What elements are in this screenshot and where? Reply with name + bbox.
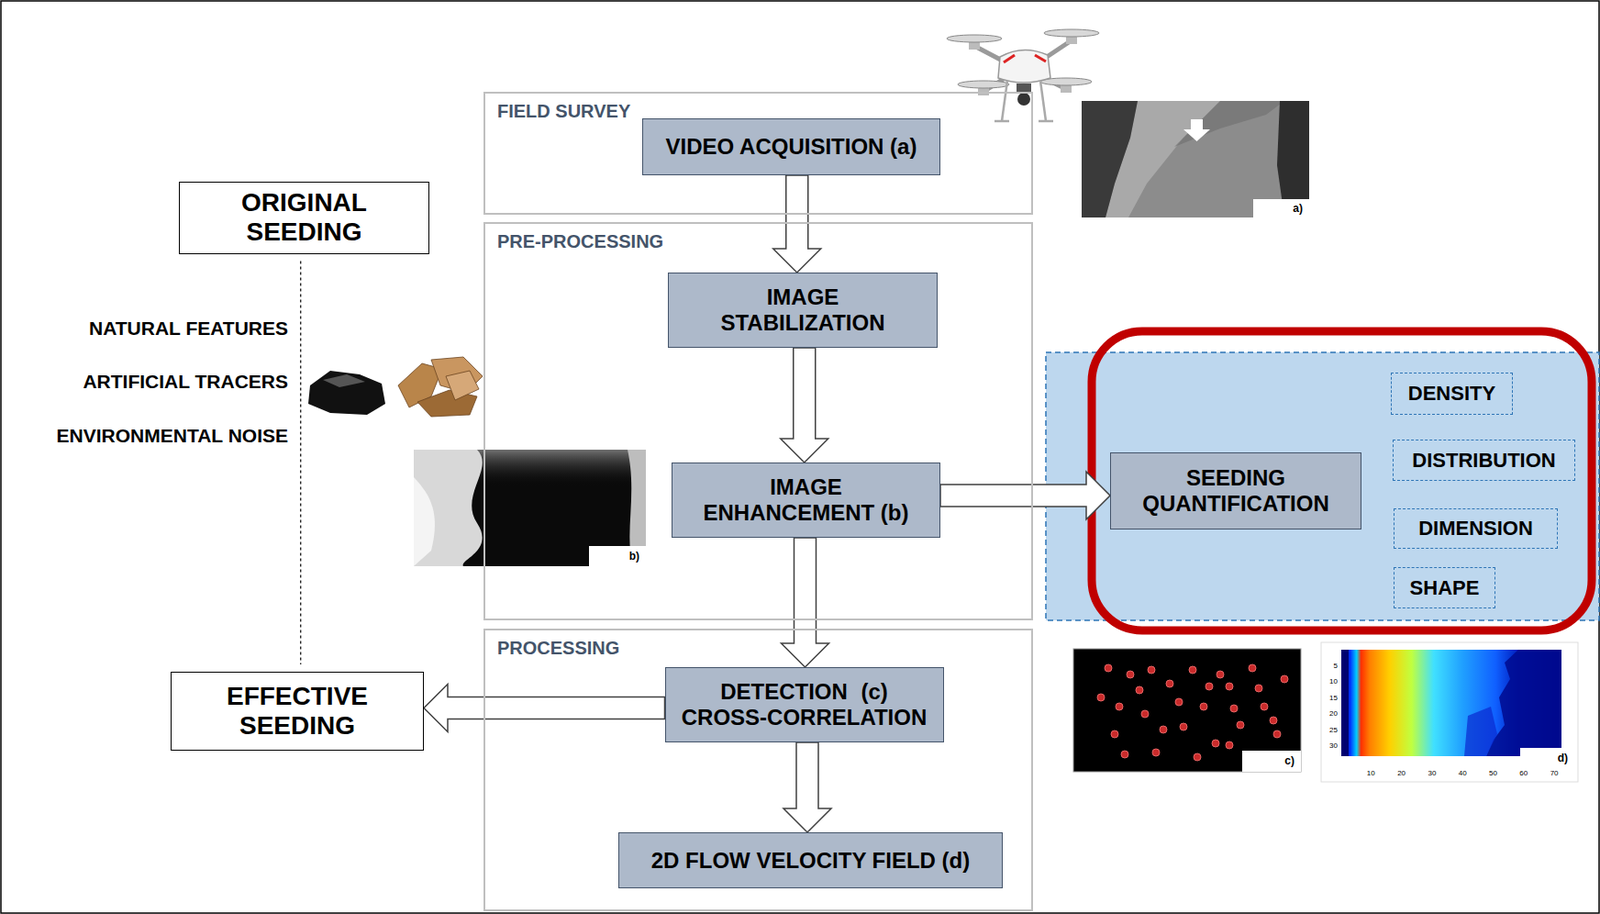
axis-tick: 40 xyxy=(1453,768,1472,778)
axis-tick: 70 xyxy=(1544,768,1564,778)
metric-box: DIMENSION xyxy=(1393,508,1558,549)
dotted-link xyxy=(300,261,301,666)
box-label: IMAGE ENHANCEMENT (b) xyxy=(692,474,921,525)
metric-box: SHAPE xyxy=(1393,566,1496,609)
axis-tick: 30 xyxy=(1422,768,1442,778)
process-box: IMAGE ENHANCEMENT (b) xyxy=(671,462,941,538)
axis-tick: 15 xyxy=(1315,693,1338,703)
stage-band: PRE-PROCESSING IMAGE STABILIZATION IMAGE E… xyxy=(483,222,1034,621)
process-box: 2D FLOW VELOCITY FIELD (d) xyxy=(618,832,1003,889)
river-photo-a xyxy=(1081,100,1310,218)
process-box: SEEDING QUANTIFICATION xyxy=(1110,452,1362,530)
axis-tick: 10 xyxy=(1315,677,1338,687)
panel-tag: b) xyxy=(588,545,646,567)
block-arrow xyxy=(423,684,666,733)
box-label: ORIGINAL SEEDING xyxy=(212,188,397,247)
box-label: DENSITY xyxy=(1408,381,1496,405)
box-label: SHAPE xyxy=(1410,576,1480,600)
box-label: EFFECTIVE SEEDING xyxy=(205,681,389,741)
block-arrow xyxy=(781,537,830,667)
axis-tick: 60 xyxy=(1514,768,1534,778)
process-box: DETECTION (c) CROSS-CORRELATION xyxy=(665,666,945,743)
box-label: IMAGE STABILIZATION xyxy=(700,284,907,335)
process-box: IMAGE STABILIZATION xyxy=(667,272,938,348)
block-arrow xyxy=(773,175,822,273)
drone-illustration xyxy=(946,29,1100,122)
axis-tick: 25 xyxy=(1315,725,1338,735)
panel-tag: a) xyxy=(1253,199,1310,218)
axis-tick: 20 xyxy=(1392,768,1412,778)
band-heading: PROCESSING xyxy=(497,637,620,659)
metric-box: DENSITY xyxy=(1390,372,1513,415)
detection-photo-c xyxy=(1073,648,1301,772)
box-label: DIMENSION xyxy=(1418,516,1534,540)
box-label: DISTRIBUTION xyxy=(1411,448,1556,472)
block-arrow xyxy=(780,347,829,463)
box-label: SEEDING QUANTIFICATION xyxy=(1125,465,1346,516)
band-heading: FIELD SURVEY xyxy=(497,100,631,123)
axis-tick: 10 xyxy=(1361,768,1380,778)
velocity-heatmap-d xyxy=(1321,642,1578,782)
tracer-pictures xyxy=(308,356,483,417)
seeding-box: ORIGINAL SEEDING xyxy=(178,181,430,255)
block-arrow xyxy=(940,471,1111,520)
box-label: VIDEO ACQUISITION (a) xyxy=(666,133,918,160)
axis-tick: 5 xyxy=(1315,661,1338,671)
side-label: ENVIRONMENTAL NOISE xyxy=(12,424,289,447)
panel-tag: d) xyxy=(1520,747,1575,768)
axis-tick: 30 xyxy=(1315,741,1338,751)
band-heading: PRE-PROCESSING xyxy=(497,231,664,253)
metric-box: DISTRIBUTION xyxy=(1392,439,1576,481)
side-label: ARTIFICIAL TRACERS xyxy=(12,370,289,393)
box-label: 2D FLOW VELOCITY FIELD (d) xyxy=(651,847,971,874)
process-box: VIDEO ACQUISITION (a) xyxy=(642,118,941,176)
axis-tick: 20 xyxy=(1315,709,1338,719)
seeding-box: EFFECTIVE SEEDING xyxy=(170,671,424,751)
enhanced-photo-b xyxy=(413,449,646,567)
stage-band: PROCESSING DETECTION (c) CROSS-CORRELATIO… xyxy=(483,628,1034,912)
block-arrow xyxy=(783,742,832,833)
box-label: DETECTION (c) CROSS-CORRELATION xyxy=(676,678,934,730)
stage-band: FIELD SURVEY VIDEO ACQUISITION (a) xyxy=(483,91,1034,215)
side-label: NATURAL FEATURES xyxy=(12,317,289,340)
panel-tag: c) xyxy=(1242,750,1301,772)
quantification-region xyxy=(1045,331,1600,631)
axis-tick: 50 xyxy=(1484,768,1503,778)
